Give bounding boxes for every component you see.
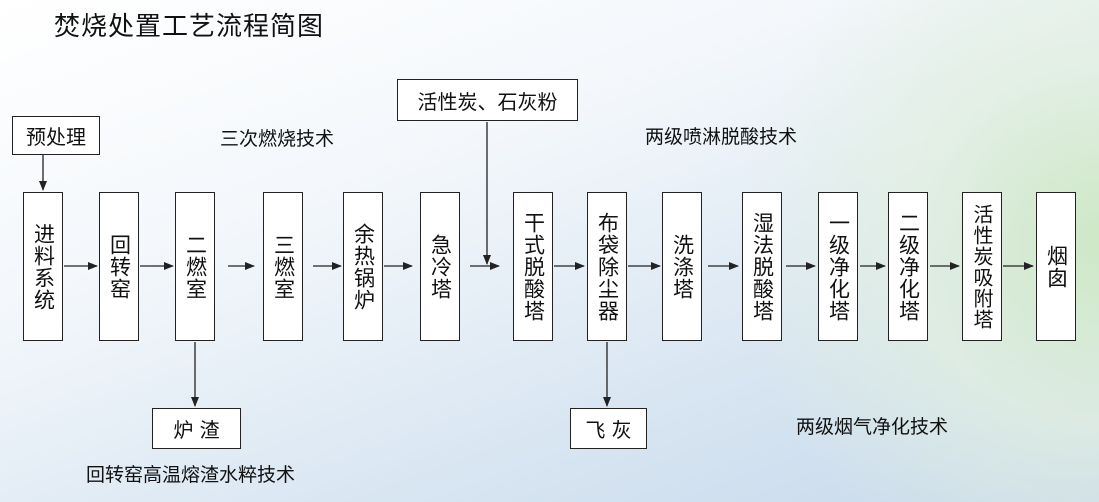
tech-label-slag-quench: 回转窑高温熔渣水粹技术 [86,464,296,486]
process-box-baghouse: 布袋除尘器 [587,192,627,341]
process-box-waste-heat-boiler: 余热锅炉 [343,192,383,341]
process-box-secondary-chamber: 二燃室 [175,192,215,341]
process-box-chimney: 烟囱 [1036,192,1076,341]
process-box-carbon-adsorption-tower: 活性炭吸附塔 [962,192,1002,341]
fly-ash-output-box: 飞 灰 [570,408,647,449]
process-box-tertiary-chamber: 三燃室 [263,192,303,341]
slag-output-box: 炉 渣 [152,408,241,449]
tech-label-two-stage-spray: 两级喷淋脱酸技术 [645,126,798,148]
process-box-dry-deacid-tower: 干式脱酸塔 [513,192,553,341]
tech-label-triple-combustion: 三次燃烧技术 [220,128,335,150]
process-box-wet-deacid-tower: 湿法脱酸塔 [742,192,782,341]
page-title: 焚烧处置工艺流程简图 [54,12,325,42]
pretreatment-box: 预处理 [12,116,100,155]
carbon-lime-input-box: 活性炭、石灰粉 [397,79,578,121]
process-box-purify-tower-2: 二级净化塔 [888,192,928,341]
process-box-quench-tower: 急冷塔 [420,192,460,341]
process-box-feed: 进料系统 [23,192,63,341]
process-box-purify-tower-1: 一级净化塔 [818,192,858,341]
process-box-wash-tower: 洗涤塔 [662,192,702,341]
tech-label-flue-gas-purification: 两级烟气净化技术 [796,416,949,438]
process-box-kiln: 回转窑 [99,192,139,341]
